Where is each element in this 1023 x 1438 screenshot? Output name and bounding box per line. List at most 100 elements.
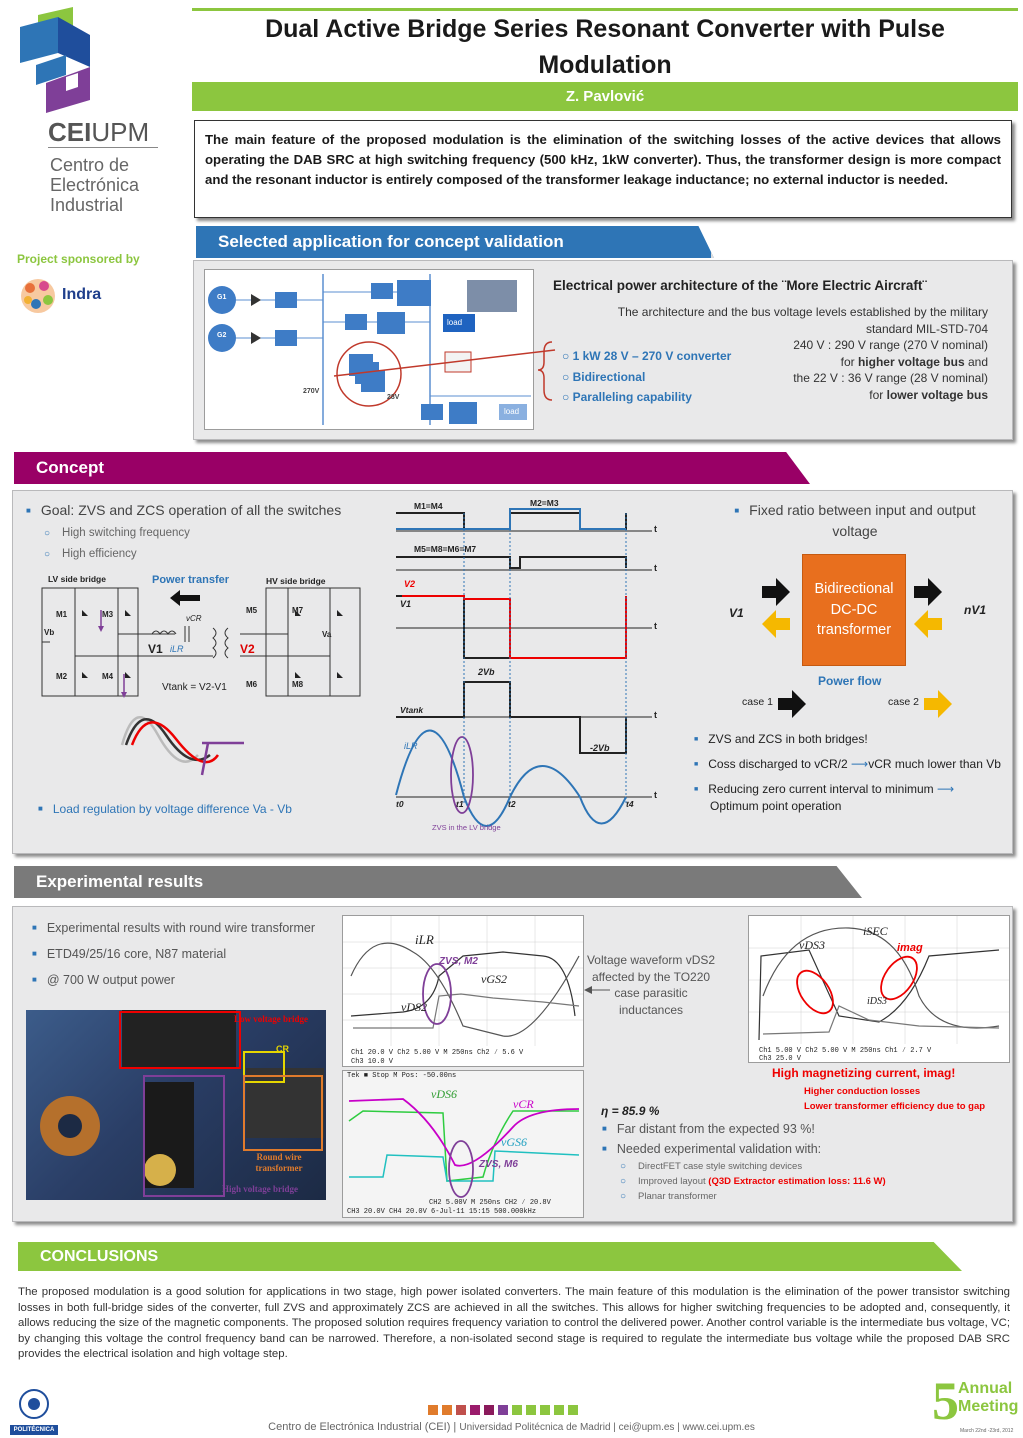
page-title-line2: Modulation — [538, 51, 672, 79]
conclusions-text: The proposed modulation is a good soluti… — [18, 1286, 1010, 1361]
author-bar — [192, 82, 1018, 111]
color-square — [512, 1405, 522, 1415]
concept-points: ■ZVS and ZCS in both bridges! ■Coss disc… — [694, 731, 1004, 814]
hv-bridge-label: HV side bridge — [266, 576, 326, 586]
scope1-status-2: Ch3 10.0 V — [351, 1058, 394, 1066]
v2-circuit-label: V2 — [240, 642, 255, 656]
g2-label: G2 — [217, 332, 227, 339]
footer-text-2: Universidad Politécnica de Madrid | cei@… — [459, 1422, 755, 1433]
experimental-bullets: Experimental results with round wire tra… — [32, 915, 315, 993]
cei-logo: CEIUPM Centro de Electrónica Industrial — [18, 5, 178, 220]
zvs-lv-label: ZVS in the LV bridge — [432, 823, 501, 832]
scope2-top-status: Tek ■ Stop M Pos: -50.00ns — [347, 1072, 457, 1080]
m3-label: M3 — [102, 610, 114, 619]
scope2-status-2: CH3 20.0V CH4 20.0V 6-Jul-11 15:15 500.0… — [347, 1208, 537, 1216]
square-bullet-icon: ■ — [694, 761, 699, 768]
sponsor-label: Project sponsored by — [17, 252, 140, 266]
point-3: Reducing zero current interval to minimu… — [708, 782, 934, 796]
scope2-vds6-label: vDS6 — [431, 1087, 457, 1101]
t4-label: t4 — [626, 799, 634, 809]
v2-wave-label: V2 — [404, 579, 416, 589]
m4-label: M4 — [102, 672, 114, 681]
color-squares — [428, 1405, 598, 1415]
color-square — [470, 1405, 480, 1415]
vtank-wave-label: Vtank — [400, 705, 424, 715]
note-arrow-icon — [584, 986, 610, 994]
eta-sub-1: DirectFET case style switching devices — [602, 1159, 1002, 1174]
feature-list: ○ 1 kW 28 V – 270 V converter ○ Bidirect… — [562, 346, 731, 408]
sponsor-logo: Indra — [18, 276, 118, 318]
cei-line-2: Electrónica — [50, 175, 140, 195]
g1-icon — [208, 286, 236, 314]
prototype-photo: Low voltage bridge CR Round wire transfo… — [26, 1010, 326, 1200]
fixed-ratio: Fixed ratio between input and output vol… — [710, 500, 1000, 542]
conclusions-banner: CONCLUSIONS — [18, 1242, 962, 1271]
circle-bullet-icon: ○ — [562, 390, 573, 404]
eta-sub-2b: (Q3D Extractor estimation loss: 11.6 W) — [708, 1176, 886, 1187]
v1-wave-label: V1 — [400, 599, 412, 609]
cei-suffix: UPM — [91, 117, 150, 147]
abstract-text: The main feature of the proposed modulat… — [205, 132, 1001, 187]
mag-point-2: Lower transformer efficiency due to gap — [804, 1101, 986, 1112]
lv-bridge-label: LV side bridge — [48, 574, 106, 584]
t0-label: t0 — [396, 799, 404, 809]
square-bullet-icon: ■ — [694, 786, 699, 793]
circle-bullet-icon: ○ — [562, 369, 573, 384]
desc-line-6a: for — [869, 387, 887, 402]
vtank-formula: Vtank = V2-V1 — [162, 682, 227, 693]
pulse-waveforms: M1=M4 M2=M3 M5=M8=M6=M7 V2 V1 2Vb Vtank … — [390, 495, 670, 840]
load-label-2: load — [504, 407, 520, 416]
goal-bullet: Goal: ZVS and ZCS operation of all the s… — [26, 498, 341, 523]
color-square — [456, 1405, 466, 1415]
v1-label: V1 — [729, 606, 744, 620]
transformer-box: Bidirectional DC-DC transformer — [802, 554, 906, 666]
square-bullet-icon: ■ — [694, 736, 699, 743]
color-square — [484, 1405, 494, 1415]
t-axis-label-4: t — [654, 710, 657, 720]
m2m3-label: M2=M3 — [530, 498, 559, 508]
color-square — [428, 1405, 438, 1415]
arrow-right-icon: ⟶ — [850, 757, 869, 771]
efficiency-value: η = 85.9 % — [601, 1104, 660, 1118]
power-flow-label: Power flow — [818, 674, 882, 688]
ilr-label: iLR — [170, 644, 184, 654]
scope2-zvs-label: ZVS, M6 — [479, 1159, 518, 1170]
g1-label: G1 — [217, 294, 227, 301]
voltage-note-3: case parasitic — [614, 986, 688, 1000]
experimental-banner: Experimental results — [14, 866, 862, 898]
case2-arrow-icon — [924, 690, 952, 718]
scope3-isec-label: iSEC — [863, 924, 888, 938]
indra-name: Indra — [62, 286, 102, 303]
concept-banner: Concept — [14, 452, 810, 484]
scope-capture-3: vDS3 iSEC imag iDS3 Ch1 5.00 V Ch2 5.00 … — [748, 915, 1010, 1063]
eta-bullet-1: Far distant from the expected 93 %! — [602, 1119, 1002, 1139]
eta-sub-2a: Improved layout — [638, 1176, 709, 1187]
neg-two-vb-label: -2Vb — [590, 743, 610, 753]
upm-label: POLITÉCNICA — [10, 1425, 58, 1435]
case2-label: case 2 — [888, 696, 919, 708]
goal-sub-2: High efficiency — [26, 544, 341, 565]
scope1-status-1: Ch1 20.0 V Ch2 5.00 V M 250ns Ch2 ⁄ 5.6 … — [351, 1049, 524, 1057]
cei-line-3: Industrial — [50, 195, 124, 215]
circle-bullet-icon: ○ — [562, 349, 573, 363]
upm-logo: POLITÉCNICA — [10, 1388, 58, 1435]
t-axis-label-1: t — [654, 524, 657, 534]
annual-meeting-logo: 5 Annual Meeting March 22nd -23rd, 2012 — [932, 1371, 1020, 1436]
color-square — [568, 1405, 578, 1415]
eta-sub-3: Planar transformer — [602, 1189, 1002, 1204]
scope1-vgs2-label: vGS2 — [481, 972, 507, 986]
point-2b: vCR much lower than Vb — [868, 757, 1001, 771]
t-axis-label-5: t — [654, 790, 657, 800]
feature-item: ○ Bidirectional — [562, 367, 731, 388]
t2-label: t2 — [508, 799, 516, 809]
t1-label: t1 — [456, 799, 464, 809]
scope1-zvs-label: ZVS, M2 — [439, 956, 478, 967]
cei-cube-icon — [20, 7, 90, 113]
ilr-wave-label: iLR — [404, 741, 418, 751]
voltage-note-1: Voltage waveform vDS2 — [586, 953, 716, 967]
annual-date: March 22nd -23rd, 2012 — [960, 1428, 1014, 1434]
color-square — [554, 1405, 564, 1415]
color-square — [498, 1405, 508, 1415]
scope3-imag-label: imag — [897, 942, 923, 954]
bus-28v-label: 28V — [387, 394, 400, 401]
